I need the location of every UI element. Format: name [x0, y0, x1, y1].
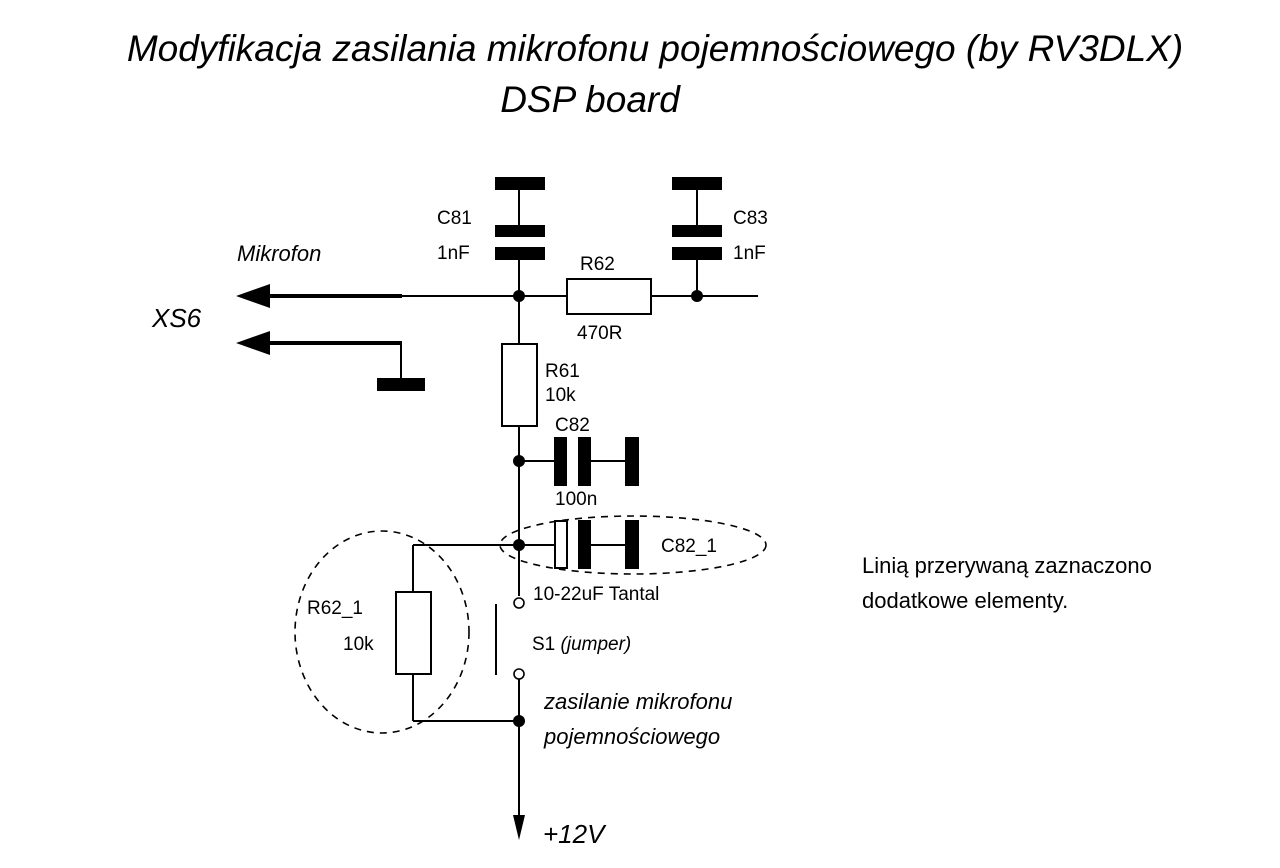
s1-note: (jumper) [561, 634, 632, 655]
title-line1: Modyfikacja zasilania mikrofonu pojemnoś… [127, 28, 1183, 69]
c81-value: 1nF [437, 243, 470, 264]
mikrofon-label: Mikrofon [237, 241, 321, 266]
added-component-outline-c82-1 [499, 515, 767, 575]
jumper-pin [513, 668, 525, 680]
supply-voltage: +12V [543, 819, 607, 849]
capacitor-c81 [495, 177, 545, 296]
added-component-outline-r62-1 [294, 530, 470, 734]
resistor-r62-1 [395, 591, 432, 675]
resistor-r62 [566, 278, 652, 315]
arrow-down-icon [513, 815, 525, 840]
r61-ref: R61 [545, 361, 580, 382]
mic-ground-wire [236, 331, 425, 391]
c82-value: 100n [555, 489, 597, 510]
junction-dot [513, 539, 525, 551]
resistor-r61 [501, 343, 538, 427]
ground-symbol-icon [377, 378, 425, 391]
arrow-left-icon [236, 331, 270, 355]
s1-ref: S1 (jumper) [532, 634, 631, 655]
c82-ref: C82 [555, 415, 590, 436]
supply-label-line2: pojemnościowego [543, 724, 720, 749]
junction-dot [513, 455, 525, 467]
note-line2: dodatkowe elementy. [862, 588, 1068, 613]
jumper-pin [513, 597, 525, 609]
s1-ref-text: S1 [532, 634, 555, 655]
arrow-left-icon [236, 284, 270, 308]
capacitor-c82 [519, 437, 639, 486]
c83-ref: C83 [733, 208, 768, 229]
c82-1-value: 10-22uF Tantal [533, 584, 659, 605]
r62-1-value: 10k [343, 634, 374, 655]
connector-label: XS6 [151, 303, 202, 333]
r62-ref: R62 [580, 254, 615, 275]
title-line2: DSP board [500, 79, 681, 120]
r62-1-ref: R62_1 [307, 598, 363, 619]
c83-value: 1nF [733, 243, 766, 264]
jumper-s1 [495, 597, 525, 680]
junction-dot [691, 290, 703, 302]
c82-1-ref: C82_1 [661, 536, 717, 557]
c81-ref: C81 [437, 208, 472, 229]
r61-value: 10k [545, 385, 576, 406]
junction-dot [513, 715, 525, 727]
note-line1: Linią przerywaną zaznaczono [862, 553, 1152, 578]
mic-signal-wire [236, 284, 519, 308]
supply-label-line1: zasilanie mikrofonu [543, 689, 732, 714]
r62-value: 470R [577, 323, 622, 344]
capacitor-c82-1 [519, 520, 639, 569]
capacitor-c83 [672, 177, 722, 296]
